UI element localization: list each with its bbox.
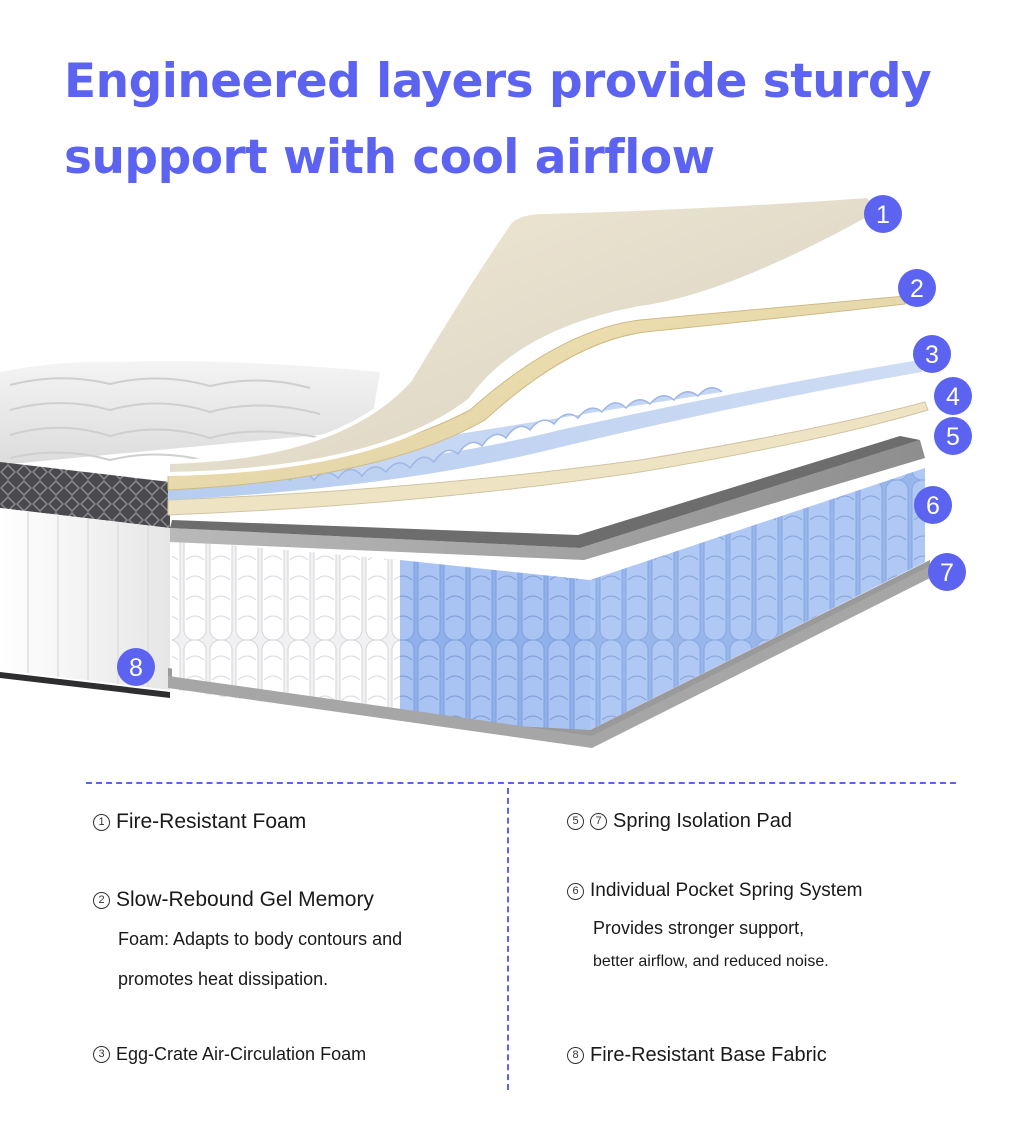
legend-marker: 1 [93, 813, 110, 831]
callout-1-marker: 1 [864, 195, 902, 233]
legend-title: Spring Isolation Pad [613, 810, 793, 832]
knit-border [0, 462, 170, 528]
legend-column-divider [507, 788, 509, 1090]
callout-6-marker: 6 [914, 486, 952, 524]
quilting-stitches [9, 377, 331, 463]
callout-markers: 1 2 3 4 5 6 7 8 [117, 195, 972, 686]
callout-3-label: 3 [925, 341, 939, 369]
callout-7-marker: 7 [928, 553, 966, 591]
legend-marker: 3 [93, 1046, 110, 1063]
spring-block-blue-coils [400, 560, 590, 730]
callout-5-marker: 5 [934, 417, 972, 455]
callout-6-label: 6 [926, 492, 940, 520]
legend-item-pocket-spring-system: 6 Individual Pocket Spring System Provid… [567, 880, 862, 971]
legend-title: Egg-Crate Air-Circulation Foam [116, 1044, 367, 1064]
callout-8-marker: 8 [117, 648, 155, 686]
headline-line-1: Engineered layers provide sturdy [64, 54, 932, 109]
legend-description-line-1: Foam: Adapts to body contours and [118, 929, 403, 949]
legend-marker: 8 [567, 1047, 584, 1064]
legend-description-line-1: Provides stronger support, [593, 918, 805, 938]
callout-8-label: 8 [129, 654, 143, 682]
legend-item-egg-crate-foam: 3 Egg-Crate Air-Circulation Foam [93, 1044, 366, 1065]
callout-4-label: 4 [946, 383, 960, 411]
legend-item-gel-memory-foam: 2 Slow-Rebound Gel Memory Foam: Adapts t… [93, 888, 402, 990]
legend-title: Individual Pocket Spring System [590, 880, 863, 901]
fire-resistant-foam [166, 193, 883, 477]
legend-item-base-fabric: 8 Fire-Resistant Base Fabric [567, 1044, 827, 1067]
quilted-top [0, 361, 380, 465]
legend-title: Fire-Resistant Foam [116, 810, 307, 833]
legend-title: Slow-Rebound Gel Memory [116, 888, 374, 911]
mattress-layer-illustration: 1 2 3 4 5 6 7 8 [0, 193, 972, 748]
thin-foam-layer [167, 401, 929, 516]
isolation-pad [170, 440, 925, 560]
side-panel [0, 508, 170, 690]
callout-4-marker: 4 [934, 377, 972, 415]
legend-marker: 5 [567, 813, 584, 830]
legend-description-line-2: better airflow, and reduced noise. [593, 953, 829, 970]
legend-marker: 6 [567, 882, 584, 900]
legend-description-line-2: promotes heat dissipation. [118, 969, 329, 989]
spring-block-side-coils [590, 468, 925, 730]
legend-top-divider [86, 782, 956, 784]
callout-2-marker: 2 [898, 269, 936, 307]
callout-1-label: 1 [876, 201, 890, 229]
legend-title: Fire-Resistant Base Fabric [590, 1044, 827, 1066]
callout-3-marker: 3 [913, 335, 951, 373]
legend-item-fire-resistant-foam: 1 Fire-Resistant Foam [93, 810, 306, 834]
legend-marker: 2 [93, 891, 110, 909]
callout-5-label: 5 [946, 423, 960, 451]
legend-marker: 7 [590, 813, 607, 830]
callout-7-label: 7 [940, 559, 954, 587]
headline-line-2: support with cool airflow [64, 130, 715, 185]
legend-item-spring-isolation-pad: 5 7 Spring Isolation Pad [567, 810, 792, 833]
callout-2-label: 2 [910, 275, 924, 303]
spring-block-white-coils [172, 540, 400, 720]
headline: Engineered layers provide sturdy support… [64, 44, 964, 196]
